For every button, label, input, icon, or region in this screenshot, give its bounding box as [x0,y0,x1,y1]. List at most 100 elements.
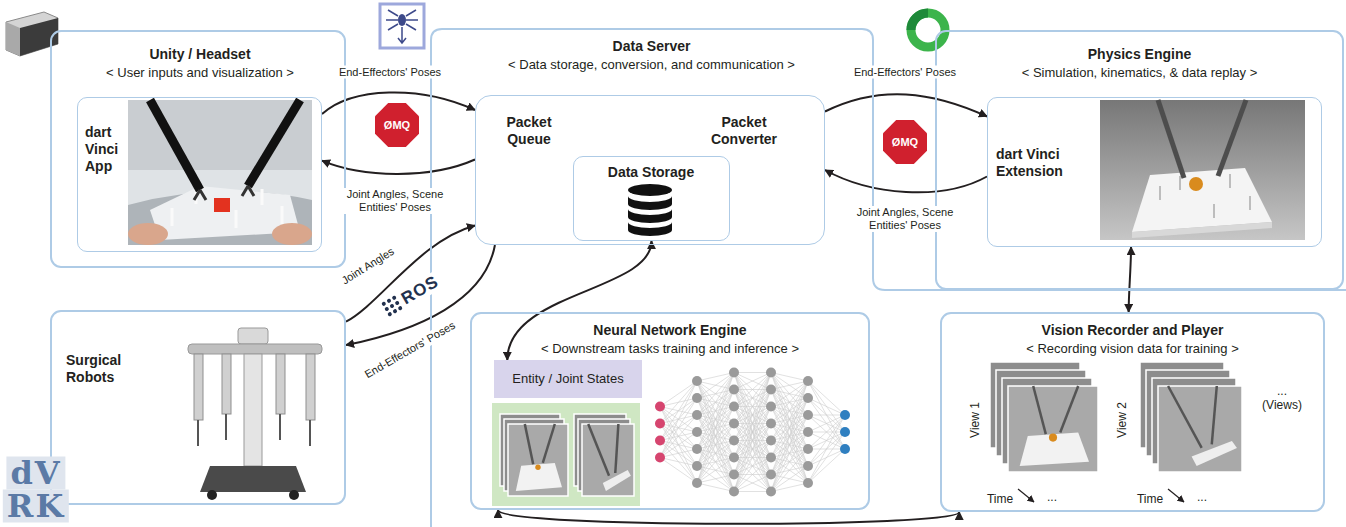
network-neuron [729,419,739,429]
network-neuron [803,461,813,471]
protocol-logo: ROS [396,271,443,309]
network-link [734,441,771,492]
network-neuron [655,436,665,446]
network-link [734,491,771,492]
panel-title: Neural Network Engine [472,322,868,339]
network-neuron [766,487,776,497]
illustration-part [1132,222,1272,238]
illustration-part [492,403,640,506]
view-label: View 2 [1115,402,1129,438]
network-link [808,381,845,432]
network-neuron [655,419,665,429]
network-link [734,475,771,492]
network-link [734,390,771,492]
box-label: Packet Converter [694,114,794,148]
network-link [771,381,808,390]
network-neuron [766,419,776,429]
illustration-part [222,354,231,414]
protocol-logo: ØMQ [375,103,419,147]
network-link [734,373,771,441]
network-neuron [692,376,702,386]
edge-label: Joint Angles, Scene Entities' Poses [337,188,453,214]
network-neuron [729,385,739,395]
illustration-part [200,466,306,492]
network-neuron [766,453,776,463]
video-frame [582,424,634,496]
network-link [771,373,808,450]
network-neuron [803,427,813,437]
database-icon [628,184,672,236]
network-link [660,415,697,458]
network-link [771,449,808,492]
view-frames [990,362,1242,472]
network-link [771,398,808,492]
video-frame [1008,386,1098,472]
frame-ball [1049,434,1057,442]
illustration-part [128,100,312,245]
network-neuron [766,402,776,412]
storage-box: Data Storage [573,156,730,241]
network-neuron [729,487,739,497]
network-link [697,475,734,484]
illustration-part [1168,489,1184,502]
ellipsis: ... [1047,490,1057,504]
server-outline [430,28,1346,527]
network-link [660,381,697,458]
edge-label: End-Effectors' Poses [852,66,958,79]
network-link [660,449,697,458]
brand-logo: dV [6,457,65,490]
network-link [697,432,734,492]
network-link [660,407,697,467]
network-neuron [692,444,702,454]
network-neuron [655,453,665,463]
illustration-part [261,189,264,205]
network-link [771,381,808,424]
network-link [734,407,771,492]
network-link [734,458,771,492]
frame-tool [1060,386,1078,432]
network-neuron [766,470,776,480]
network-link [660,424,697,484]
panel-subtitle: < Data storage, conversion, and communic… [430,57,873,73]
network-link [660,398,697,458]
network-link [697,398,734,492]
illustration-part [394,300,399,305]
network-link [771,381,808,475]
network-link [660,407,697,484]
network-link [771,373,808,433]
frame-tool [588,424,609,476]
network-link [808,398,845,415]
network-link [771,381,808,458]
network-link [808,415,845,449]
network-link [660,424,697,467]
panel-subtitle: < Recording vision data for training > [942,341,1323,357]
state-box: Entity / Joint States [494,360,642,398]
illustration-part [128,223,168,245]
illustration-part [225,414,227,440]
network-link [808,398,845,432]
illustration-part [1229,174,1231,188]
illustration-part [628,209,672,223]
network-neuron [729,368,739,378]
network-link [734,441,771,492]
illustration-part [279,414,281,440]
frame-tool [615,424,618,473]
network-link [697,458,734,484]
network-link [660,381,697,424]
network-neuron [692,461,702,471]
robot-illustration [188,328,322,500]
illustration-part [628,196,672,210]
illustration-part [194,354,315,420]
frame-tool [543,424,555,463]
view-label: View 1 [968,402,982,438]
edge-label: Joint Angles [338,244,399,289]
data-server-panel: Data Server< Data storage, conversion, a… [430,28,1346,527]
network-neuron [803,376,813,386]
network-neuron [840,444,850,454]
illustration-part [911,13,945,47]
box-label: Packet Queue [486,114,572,148]
network-link [734,424,771,492]
network-link [734,373,771,458]
illustration-part [242,186,254,196]
network-link [660,381,697,441]
